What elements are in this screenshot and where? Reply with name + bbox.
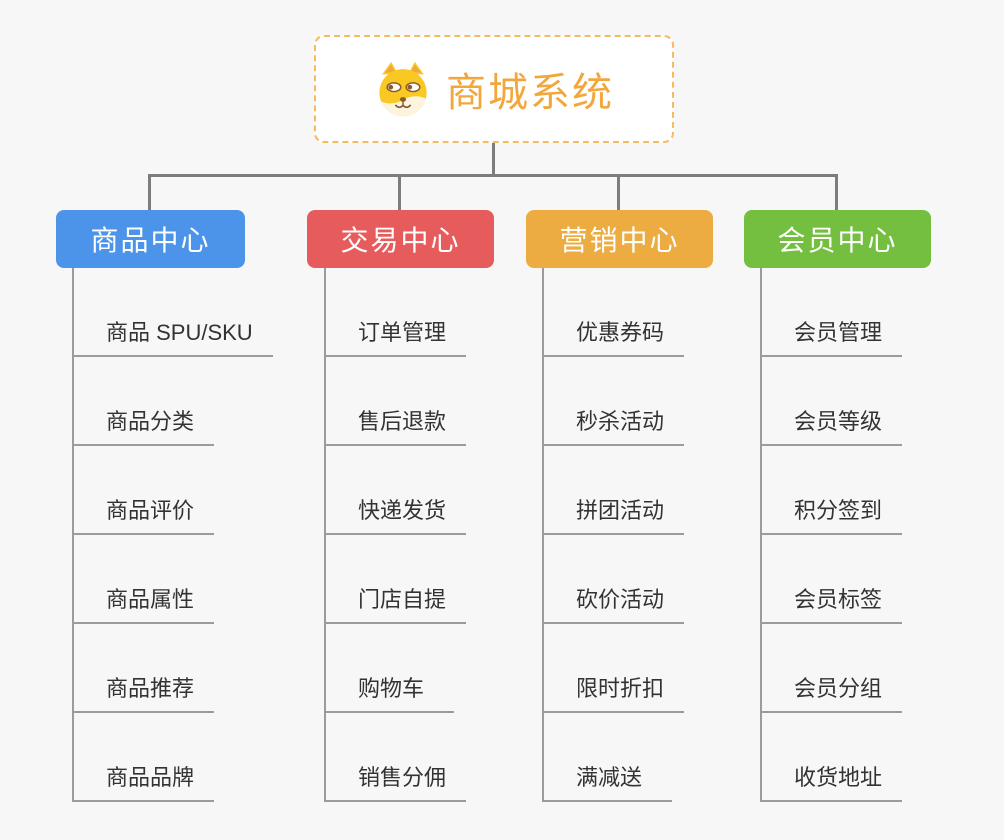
root-node-mall-system[interactable]: 商城系统	[314, 35, 674, 143]
children-column-trade: 订单管理 售后退款 快递发货 门店自提 购物车 销售分佣	[324, 268, 467, 802]
connector-branch-stub	[398, 174, 401, 212]
child-node-label: 积分签到	[794, 498, 883, 523]
child-node[interactable]: 订单管理	[324, 268, 467, 357]
connector-branch-stub	[835, 174, 838, 212]
children-column-product: 商品 SPU/SKU 商品分类 商品评价 商品属性 商品推荐 商品品牌	[72, 268, 273, 802]
child-node[interactable]: 砍价活动	[542, 535, 685, 624]
branch-node-marketing-center[interactable]: 营销中心	[526, 210, 713, 268]
child-node-label: 订单管理	[358, 320, 447, 345]
child-node[interactable]: 商品推荐	[72, 624, 215, 713]
child-node[interactable]: 优惠券码	[542, 268, 685, 357]
dog-face-icon	[379, 61, 427, 117]
branch-node-label: 营销中心	[559, 225, 680, 256]
child-node[interactable]: 会员等级	[760, 357, 903, 446]
child-node-label: 购物车	[358, 676, 425, 701]
child-node[interactable]: 秒杀活动	[542, 357, 685, 446]
child-node-label: 秒杀活动	[576, 409, 665, 434]
child-node-label: 砍价活动	[576, 587, 665, 612]
child-node[interactable]: 会员管理	[760, 268, 903, 357]
child-node[interactable]: 满减送	[542, 713, 672, 802]
children-column-marketing: 优惠券码 秒杀活动 拼团活动 砍价活动 限时折扣 满减送	[542, 268, 685, 802]
branch-node-trade-center[interactable]: 交易中心	[307, 210, 494, 268]
branch-node-label: 交易中心	[340, 225, 461, 256]
branch-node-label: 会员中心	[777, 225, 898, 256]
child-node-label: 快递发货	[358, 498, 447, 523]
child-node-label: 会员等级	[794, 409, 883, 434]
child-node[interactable]: 会员分组	[760, 624, 903, 713]
child-node[interactable]: 会员标签	[760, 535, 903, 624]
child-node[interactable]: 收货地址	[760, 713, 903, 802]
child-node[interactable]: 商品属性	[72, 535, 215, 624]
child-node[interactable]: 售后退款	[324, 357, 467, 446]
connector-branch-stub	[148, 174, 151, 212]
child-node-label: 满减送	[576, 765, 643, 790]
child-node[interactable]: 商品分类	[72, 357, 215, 446]
child-node[interactable]: 商品 SPU/SKU	[72, 268, 273, 357]
child-node-label: 收货地址	[794, 765, 883, 790]
child-node-label: 商品属性	[106, 587, 195, 612]
child-node-label: 会员标签	[794, 587, 883, 612]
branch-node-product-center[interactable]: 商品中心	[56, 210, 245, 268]
branch-node-member-center[interactable]: 会员中心	[744, 210, 931, 268]
children-column-member: 会员管理 会员等级 积分签到 会员标签 会员分组 收货地址	[760, 268, 903, 802]
connector-trunk	[148, 174, 838, 177]
child-node[interactable]: 快递发货	[324, 446, 467, 535]
child-node-label: 限时折扣	[576, 676, 665, 701]
child-node-label: 商品分类	[106, 409, 195, 434]
child-node-label: 销售分佣	[358, 765, 447, 790]
child-node[interactable]: 门店自提	[324, 535, 467, 624]
child-node[interactable]: 积分签到	[760, 446, 903, 535]
child-node-label: 商品 SPU/SKU	[106, 320, 253, 345]
child-node[interactable]: 拼团活动	[542, 446, 685, 535]
branch-node-label: 商品中心	[90, 225, 211, 256]
child-node-label: 会员分组	[794, 676, 883, 701]
child-node[interactable]: 销售分佣	[324, 713, 467, 802]
connector-root-stub	[492, 141, 495, 177]
child-node-label: 商品品牌	[106, 765, 195, 790]
child-node-label: 拼团活动	[576, 498, 665, 523]
child-node-label: 商品推荐	[106, 676, 195, 701]
root-node-title: 商城系统	[446, 71, 614, 115]
child-node-label: 售后退款	[358, 409, 447, 434]
child-node-label: 优惠券码	[576, 320, 665, 345]
child-node[interactable]: 商品品牌	[72, 713, 215, 802]
child-node[interactable]: 购物车	[324, 624, 454, 713]
child-node-label: 门店自提	[358, 587, 447, 612]
child-node-label: 会员管理	[794, 320, 883, 345]
child-node[interactable]: 限时折扣	[542, 624, 685, 713]
connector-branch-stub	[617, 174, 620, 212]
child-node[interactable]: 商品评价	[72, 446, 215, 535]
child-node-label: 商品评价	[106, 498, 195, 523]
